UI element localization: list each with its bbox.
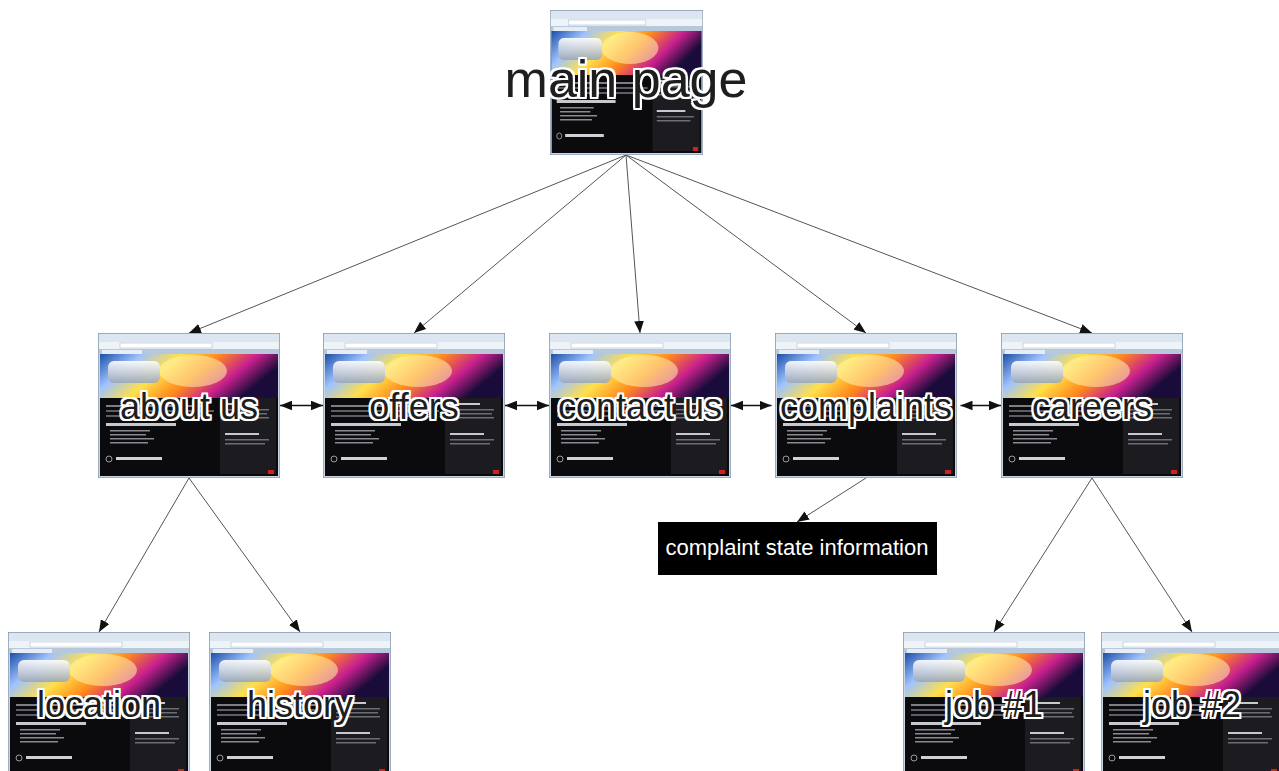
page-thumbnail-box: contact us <box>549 333 731 478</box>
page-label: location <box>37 685 161 725</box>
link-arrow <box>626 155 866 333</box>
link-arrow <box>1092 478 1192 632</box>
page-thumbnail-box: job #1 <box>903 632 1085 771</box>
page-label: job #2 <box>1143 685 1241 725</box>
info-strip: complaint state information <box>658 522 937 575</box>
page-thumbnail-box: main page <box>497 10 756 155</box>
link-arrow <box>505 405 549 407</box>
link-arrow <box>626 155 640 333</box>
link-arrow <box>280 405 323 407</box>
link-arrow <box>414 155 626 333</box>
link-arrow <box>189 155 626 333</box>
page-label: offers <box>369 387 458 427</box>
page-thumbnail-box: offers <box>323 333 505 478</box>
page-thumbnail-box: complaints <box>772 333 961 478</box>
link-arrow <box>731 405 772 407</box>
page-label: job #1 <box>945 685 1043 725</box>
page-label: complaints <box>780 387 952 427</box>
page-thumbnail-box: location <box>8 632 190 771</box>
page-thumbnail-box: about us <box>98 333 280 478</box>
link-arrow <box>961 405 1002 407</box>
link-arrow <box>626 155 1092 333</box>
link-arrow <box>189 478 300 632</box>
page-thumbnail-box: history <box>209 632 391 771</box>
page-label: complaint state information <box>666 536 929 560</box>
page-label: main page <box>505 51 748 108</box>
link-arrow <box>99 478 189 632</box>
link-arrow <box>994 478 1092 632</box>
page-label: careers <box>1032 387 1152 427</box>
page-label: about us <box>120 387 258 427</box>
link-arrow <box>797 478 866 522</box>
page-label: contact us <box>558 387 722 427</box>
page-thumbnail-box: job #2 <box>1101 632 1279 771</box>
page-label: history <box>247 685 353 725</box>
page-thumbnail-box: careers <box>1001 333 1183 478</box>
